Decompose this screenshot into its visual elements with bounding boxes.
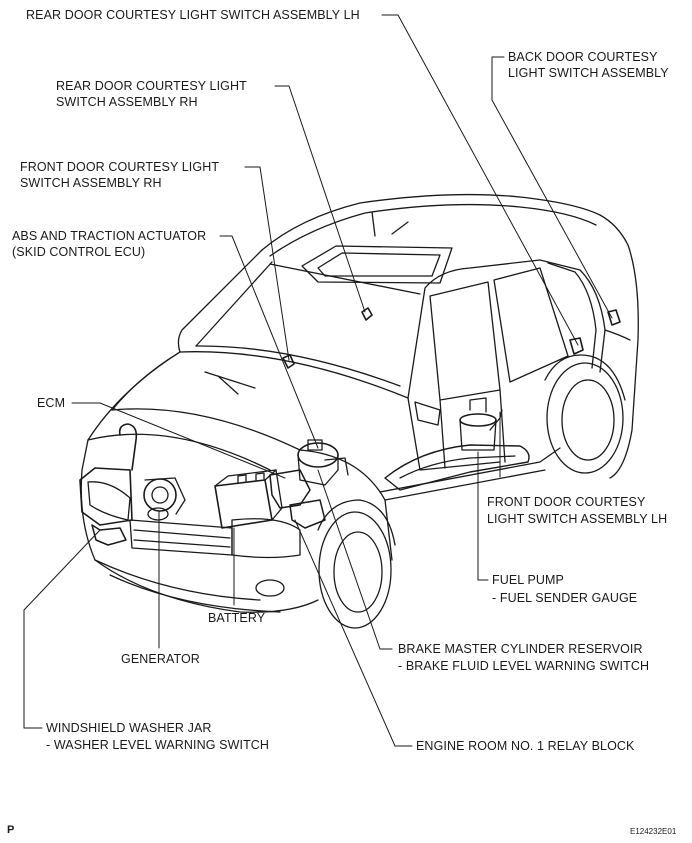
page-mark: P — [7, 824, 15, 836]
label-generator: GENERATOR — [121, 652, 200, 666]
label-abs-line2: (SKID CONTROL ECU) — [12, 245, 146, 259]
label-fuel-pump-line1: FUEL PUMP — [492, 573, 564, 587]
label-rear-door-rh-line1: REAR DOOR COURTESY LIGHT — [56, 79, 247, 93]
label-front-door-lh-line1: FRONT DOOR COURTESY — [487, 495, 646, 509]
label-back-door-line1: BACK DOOR COURTESY — [508, 50, 658, 64]
label-front-door-rh-line2: SWITCH ASSEMBLY RH — [20, 176, 162, 190]
label-fuel-pump-line2: - FUEL SENDER GAUGE — [492, 591, 638, 605]
label-battery: BATTERY — [208, 611, 266, 625]
label-rear-door-rh-line2: SWITCH ASSEMBLY RH — [56, 95, 198, 109]
label-back-door-line2: LIGHT SWITCH ASSEMBLY — [508, 66, 669, 80]
car-body — [80, 193, 639, 629]
label-brake-line2: - BRAKE FLUID LEVEL WARNING SWITCH — [398, 659, 650, 673]
label-relay-block: ENGINE ROOM NO. 1 RELAY BLOCK — [416, 739, 635, 753]
label-abs-line1: ABS AND TRACTION ACTUATOR — [12, 229, 207, 243]
label-front-door-lh-line2: LIGHT SWITCH ASSEMBLY LH — [487, 512, 668, 526]
leader-lines — [23, 14, 613, 747]
label-brake-line1: BRAKE MASTER CYLINDER RESERVOIR — [398, 642, 643, 656]
label-rear-door-lh: REAR DOOR COURTESY LIGHT SWITCH ASSEMBLY… — [26, 8, 360, 22]
label-front-door-rh-line1: FRONT DOOR COURTESY LIGHT — [20, 160, 220, 174]
label-washer-line2: - WASHER LEVEL WARNING SWITCH — [46, 738, 270, 752]
label-ecm: ECM — [37, 396, 66, 410]
figure-id: E124232E01 — [630, 827, 677, 836]
components — [79, 307, 621, 546]
label-washer-line1: WINDSHIELD WASHER JAR — [46, 721, 212, 735]
